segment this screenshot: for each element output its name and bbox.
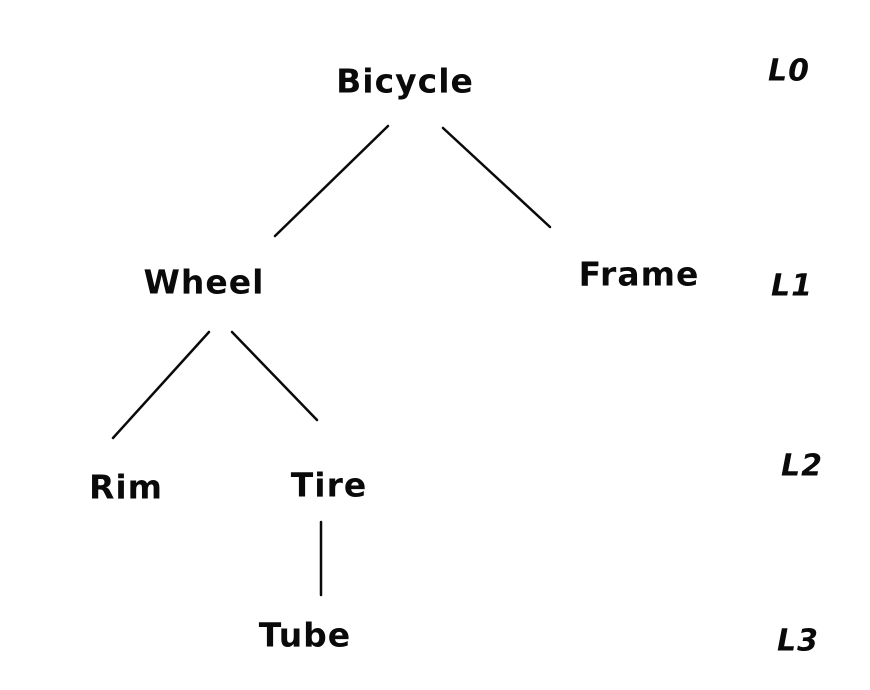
node-tube: Tube <box>258 615 352 655</box>
node-frame: Frame <box>578 254 700 294</box>
level-label-l3: L3 <box>777 623 819 659</box>
node-wheel: Wheel <box>143 262 265 302</box>
level-label-l2: L2 <box>781 448 823 484</box>
edge-wheel-rim <box>111 330 211 440</box>
node-rim: Rim <box>88 467 164 507</box>
node-bicycle: Bicycle <box>336 61 474 101</box>
edge-wheel-tire <box>230 330 319 422</box>
node-tire: Tire <box>290 465 368 505</box>
edge-bicycle-wheel <box>273 124 390 238</box>
level-label-l0: L0 <box>768 53 810 89</box>
edge-bicycle-frame <box>441 126 552 229</box>
level-label-l1: L1 <box>771 268 813 304</box>
